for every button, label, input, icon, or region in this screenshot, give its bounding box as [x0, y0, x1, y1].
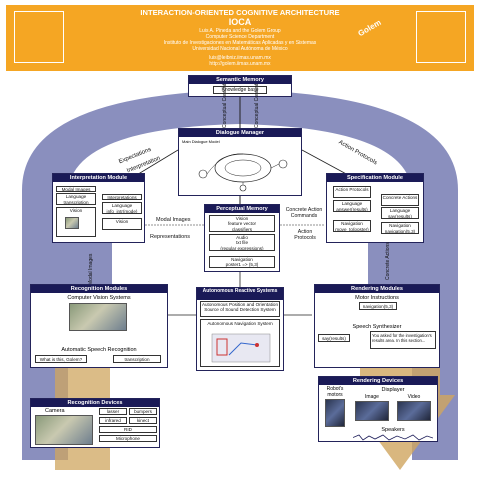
- device-rid: RID: [99, 426, 157, 433]
- device-displayer: Displayer: [381, 387, 405, 393]
- interp-left-3: Vision: [56, 207, 96, 237]
- label-concrete-action-commands: Concrete Action Commands: [285, 207, 323, 219]
- label-conceptual-content-2: Conceptual Content: [254, 83, 260, 128]
- rendering-modules: Rendering Modules Motor Instructions nav…: [314, 284, 440, 368]
- navigation-system: Autonomous Navigation System: [200, 319, 280, 367]
- robot-image-icon: [325, 399, 345, 427]
- perceptual-memory-title: Perceptual Memory: [205, 205, 279, 213]
- institute: Instituto de Investigaciones en Matemáti…: [163, 40, 317, 46]
- spec-left-1: Action Protocols: [333, 186, 371, 198]
- interpretation-module: Interpretation Module Modal Images Langu…: [52, 173, 145, 243]
- recognition-modules-title: Recognition Modules: [31, 285, 167, 293]
- authors: Luis A. Pineda and the Golem Group: [199, 28, 281, 34]
- recognition-devices: Recognition Devices Camera lasser bumper…: [30, 398, 160, 448]
- poster-header: INTERACTION-ORIENTED COGNITIVE ARCHITECT…: [6, 5, 474, 71]
- dialogue-model-subtitle: Main Dialogue Model: [182, 139, 220, 144]
- asr-output: transcription: [113, 355, 161, 363]
- label-representations: Representations: [150, 234, 191, 240]
- autonomous-systems-title: Autonomous Reactive Systems: [197, 288, 283, 300]
- link-dialogue-spec: [301, 149, 351, 177]
- poster-title: INTERACTION-ORIENTED COGNITIVE ARCHITECT…: [140, 8, 340, 17]
- recognition-devices-title: Recognition Devices: [31, 399, 159, 407]
- computer-vision-image-icon: [69, 303, 127, 331]
- motor-instructions-label: Motor Instructions: [355, 295, 399, 301]
- camera-image-icon: [35, 415, 93, 445]
- rendering-devices-title: Rendering Devices: [319, 377, 437, 385]
- device-kinect: kinect: [129, 417, 157, 424]
- speech-synth-label: Speech Synthesizer: [352, 324, 402, 330]
- rendering-devices: Rendering Devices Robot's motors Display…: [318, 376, 438, 442]
- device-robot-motors: Robot's motors: [326, 386, 344, 398]
- asr-label: Automatic Speech Recognition: [61, 347, 137, 353]
- iimas-logo-icon: [416, 11, 466, 63]
- device-image: Image: [365, 394, 379, 400]
- poster-acronym: IOCA: [228, 17, 252, 27]
- semantic-memory-title: Semantic Memory: [189, 76, 291, 84]
- say-text: You asked for the investigation's result…: [370, 331, 436, 349]
- device-microphone: Microphone: [99, 435, 157, 442]
- interp-vision-image-icon: [65, 217, 79, 229]
- university: Universidad Nacional Autónoma de México: [192, 46, 288, 52]
- email: luis@leibniz.iimas.unam.mx: [209, 55, 271, 61]
- knowledge-base: Knowledge base: [213, 86, 267, 94]
- speaker-waveform-icon: [353, 434, 433, 441]
- rendering-modules-title: Rendering Modules: [315, 285, 439, 293]
- motor-command: navigation(5,3): [359, 302, 397, 310]
- interpretation-module-title: Interpretation Module: [53, 174, 144, 182]
- label-modal-images-side: Modal Images: [88, 253, 94, 285]
- device-camera: Camera: [45, 408, 65, 414]
- sound-detection-system: Autonomous Position and Orientation Sour…: [200, 301, 280, 317]
- label-conceptual-content: Conceptual Content: [222, 83, 228, 128]
- specification-module: Specification Module Action Protocols La…: [326, 173, 424, 243]
- link-interp-dialogue: [134, 149, 179, 177]
- computer-vision-label: Computer Vision Systems: [67, 295, 131, 301]
- interp-right-1: Interpretations: [102, 194, 142, 200]
- label-modal-images: Modal Images: [156, 217, 191, 223]
- unam-logo-icon: [14, 11, 64, 63]
- dialogue-model-graph: [198, 153, 288, 192]
- semantic-memory: Semantic Memory Knowledge base: [188, 75, 292, 97]
- display-video-icon: [397, 401, 431, 421]
- dialogue-manager-title: Dialogue Manager: [179, 129, 301, 137]
- url: http://golem.iimas.unam.mx: [209, 61, 271, 67]
- autonomous-reactive-systems: Autonomous Reactive Systems Autonomous P…: [196, 287, 284, 371]
- asr-input: What is this, Golem?: [35, 355, 87, 363]
- device-video: Video: [407, 394, 421, 400]
- navigation-map-icon: [211, 333, 271, 363]
- label-concrete-actions: Concrete Actions: [385, 242, 391, 280]
- dialogue-manager: Dialogue Manager Main Dialogue Model: [178, 128, 302, 196]
- spec-right-1: Concrete Actions: [381, 194, 419, 206]
- display-image-icon: [355, 401, 389, 421]
- say-command: say(results): [318, 334, 350, 342]
- device-bumpers: bumpers: [129, 408, 157, 415]
- interp-left-1: Modal Images: [56, 186, 96, 192]
- label-action-protocols-2: Action Protocols: [294, 229, 316, 241]
- device-infrared: infrared: [99, 417, 127, 424]
- specification-module-title: Specification Module: [327, 174, 423, 182]
- device-speakers: Speakers: [381, 427, 405, 433]
- interp-right-3: Vision: [102, 218, 142, 230]
- recognition-modules: Recognition Modules Computer Vision Syst…: [30, 284, 168, 368]
- device-lasser: lasser: [99, 408, 127, 415]
- department: Computer Science Department: [205, 34, 275, 40]
